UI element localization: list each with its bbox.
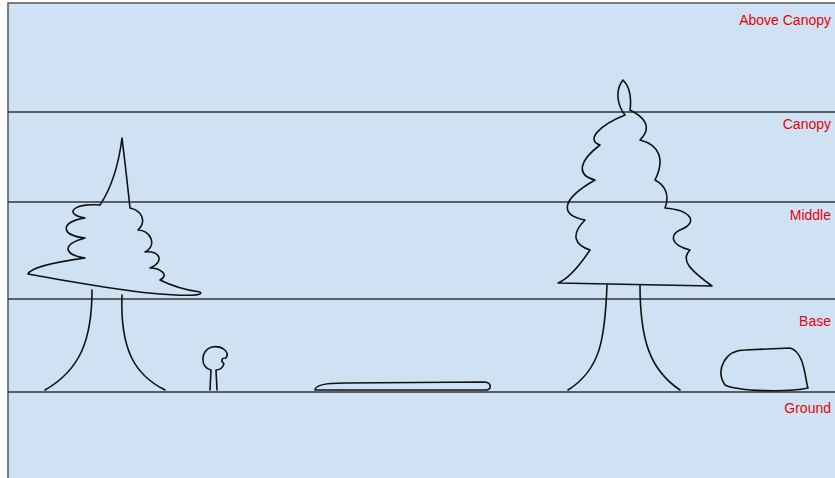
layer-label-box: Above Canopy xyxy=(739,12,831,28)
layer-label-box: Middle xyxy=(790,207,831,223)
tree-crown xyxy=(558,80,712,286)
tree-crown xyxy=(28,138,201,295)
fallen-log xyxy=(315,382,490,390)
layer-line xyxy=(8,298,835,299)
tree-trunk xyxy=(45,290,92,390)
layer-label: Ground xyxy=(784,400,831,416)
tree-trunk xyxy=(640,285,680,390)
layer-label: Base xyxy=(799,313,831,329)
layer-label: Canopy xyxy=(783,116,831,132)
layer-label: Above Canopy xyxy=(739,12,831,28)
tree-trunk xyxy=(122,295,165,390)
layer-label-box: Base xyxy=(799,313,831,329)
layer-line xyxy=(8,111,835,112)
layer-label-box: Canopy xyxy=(783,116,831,132)
sky-background xyxy=(8,3,835,478)
layer-label-box: Ground xyxy=(784,400,831,416)
layer-line xyxy=(8,201,835,202)
layer-line xyxy=(8,391,835,392)
rock xyxy=(721,348,808,391)
shrub xyxy=(203,347,227,390)
layer-label: Middle xyxy=(790,207,831,223)
tree-trunk xyxy=(568,285,607,390)
